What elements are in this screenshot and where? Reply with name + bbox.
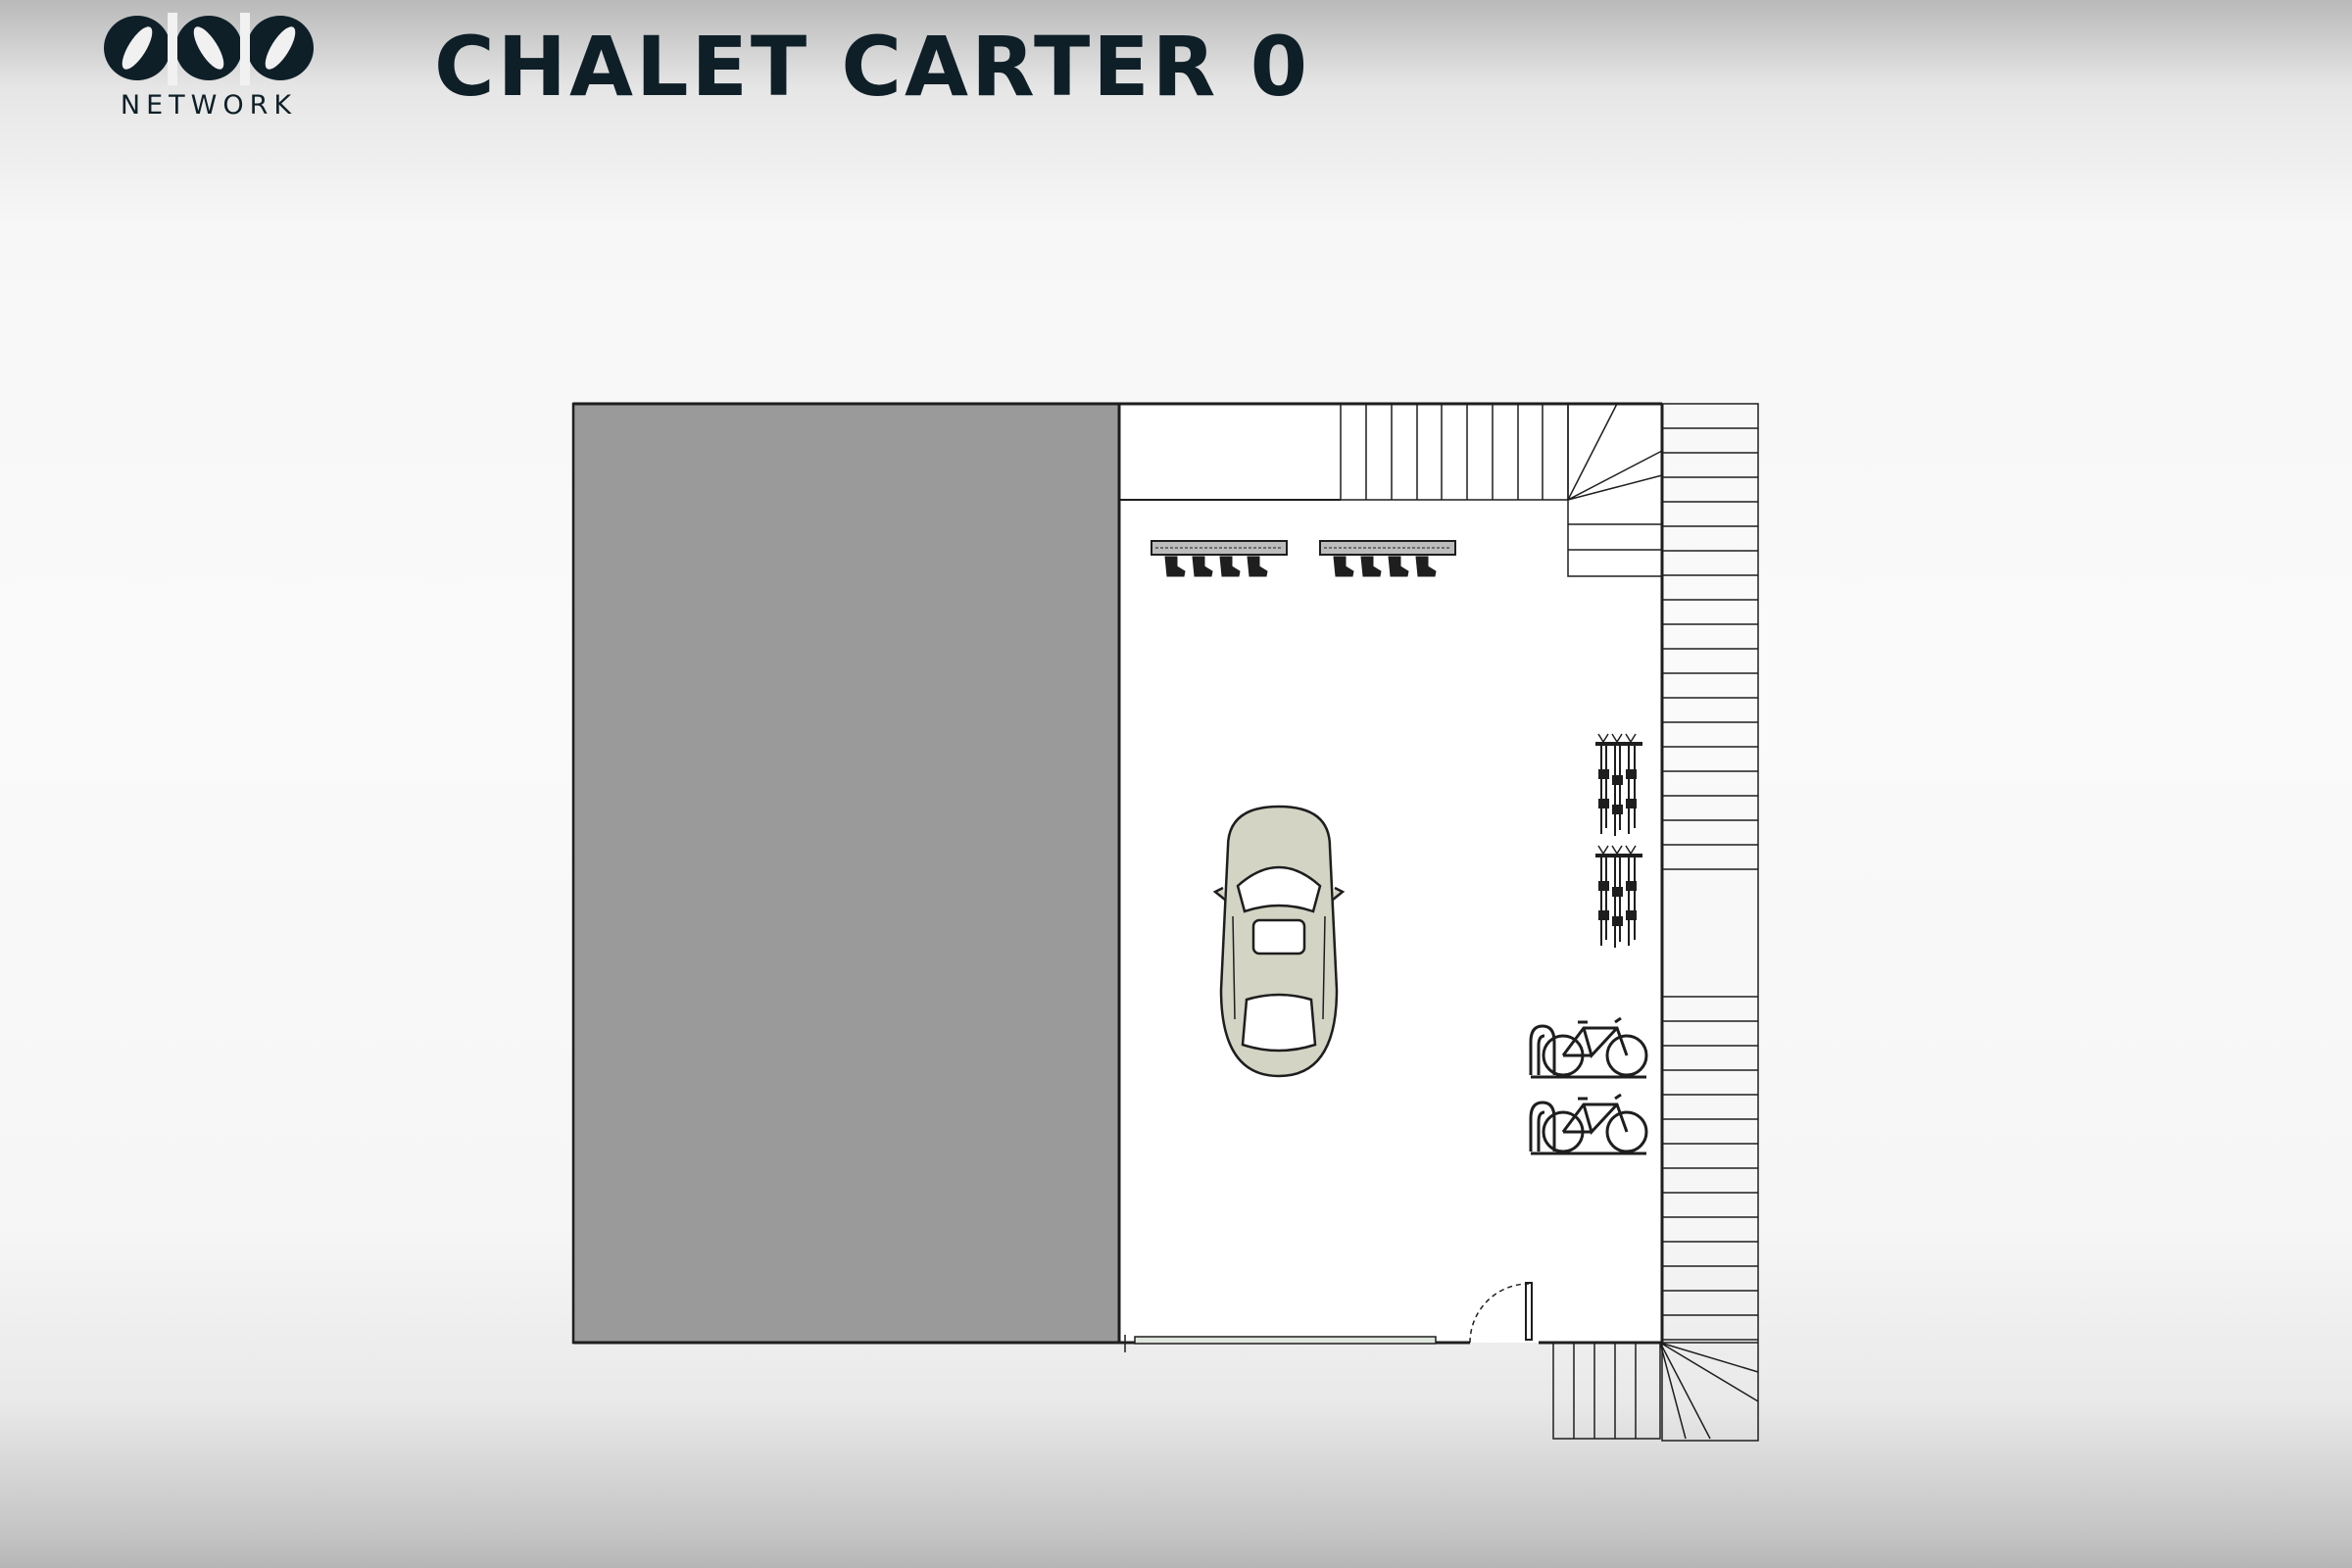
car-icon [1212,805,1346,1078]
brand-logo: NETWORK [101,13,317,122]
page-title: CHALET CARTER 0 [434,19,1311,115]
logo-mark-icon [104,13,314,85]
storage-zone [571,402,1121,1345]
stairs-icon [1661,403,1759,1442]
brand-name: NETWORK [120,90,298,121]
garage-door [1134,1336,1437,1345]
stairs-icon [1552,1342,1759,1440]
stairs-icon [1340,403,1663,577]
door-icon [1469,1282,1533,1344]
